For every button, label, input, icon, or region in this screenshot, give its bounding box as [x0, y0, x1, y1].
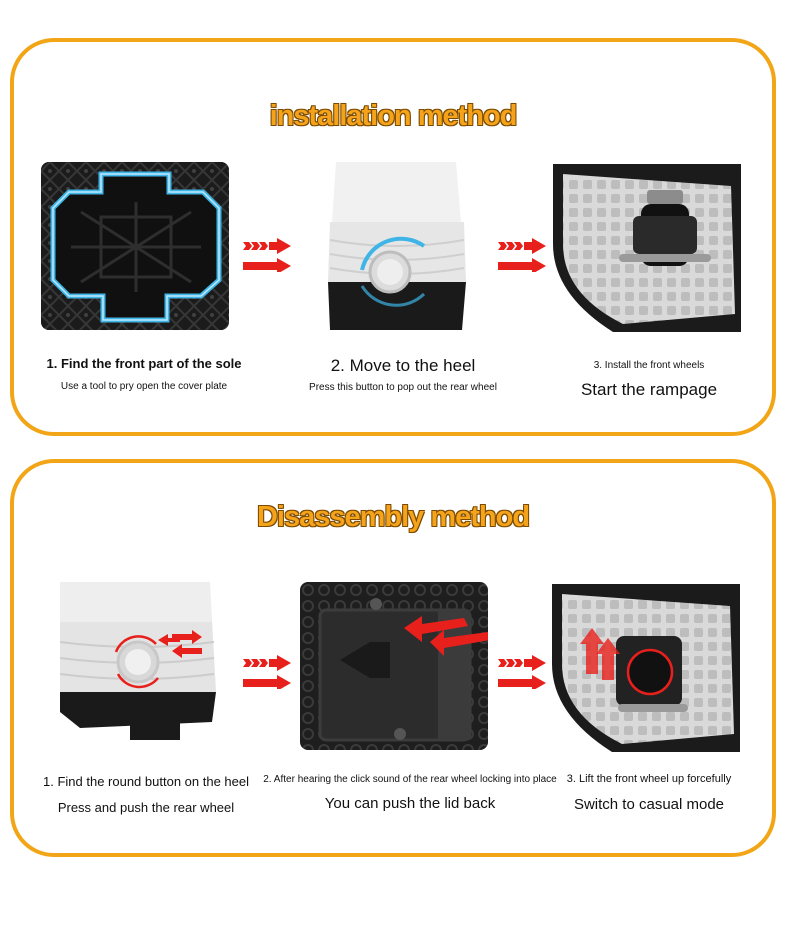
- install-step3-caption: 3. Install the front wheels Start the ra…: [524, 360, 774, 400]
- install-step2-title: 2. Move to the heel: [330, 356, 476, 375]
- disassembly-step2-photo: [300, 582, 488, 750]
- lift-front-wheel-image: [552, 584, 740, 752]
- installation-title: installation method: [269, 100, 518, 132]
- install-step1-caption: 1. Find the front part of the sole Use a…: [19, 356, 269, 392]
- lid-push-back-image: [300, 582, 488, 750]
- install-step1-title: 1. Find the front part of the sole: [46, 356, 242, 371]
- disassembly-step1-title: 1. Find the round button on the heel: [43, 774, 249, 789]
- install-step2-detail: Press this button to pop out the rear wh…: [309, 382, 497, 393]
- disassembly-arrows-2: [498, 655, 548, 689]
- install-step3-title: 3. Install the front wheels: [593, 360, 705, 371]
- install-step1-photo: [41, 162, 229, 330]
- front-wheel-image: [553, 164, 741, 332]
- disassembly-step2-caption: 2. After hearing the click sound of the …: [262, 774, 558, 812]
- disassembly-step2-title: 2. After hearing the click sound of the …: [263, 774, 557, 785]
- heel-round-button-image: [60, 582, 248, 750]
- disassembly-step1-detail: Press and push the rear wheel: [57, 800, 235, 815]
- sole-cover-plate-image: [41, 162, 229, 330]
- disassembly-step3-caption: 3. Lift the front wheel up forcefully Sw…: [524, 773, 774, 813]
- install-step2-photo: [300, 162, 488, 330]
- disassembly-step3-photo: [552, 584, 740, 752]
- install-step3-photo: [553, 164, 741, 332]
- install-arrows-2: [498, 238, 548, 272]
- heel-button-image: [300, 162, 488, 330]
- install-step1-detail: Use a tool to pry open the cover plate: [60, 381, 228, 392]
- disassembly-step1-caption: 1. Find the round button on the heel Pre…: [21, 774, 271, 815]
- disassembly-step3-detail: Switch to casual mode: [573, 796, 725, 813]
- install-step2-caption: 2. Move to the heel Press this button to…: [278, 356, 528, 393]
- install-step3-detail: Start the rampage: [580, 380, 718, 399]
- disassembly-title: Disassembly method: [256, 501, 530, 533]
- disassembly-arrows-1: [243, 655, 293, 689]
- install-arrows-1: [243, 238, 293, 272]
- disassembly-step2-detail: You can push the lid back: [324, 795, 496, 812]
- disassembly-step3-title: 3. Lift the front wheel up forcefully: [566, 773, 732, 785]
- disassembly-step1-photo: [60, 582, 248, 750]
